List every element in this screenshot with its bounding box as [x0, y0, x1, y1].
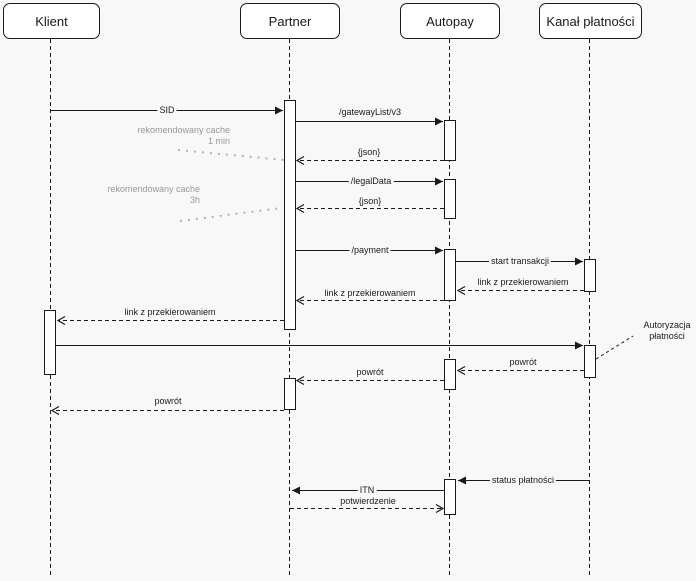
- note-connector-cache2: [179, 207, 283, 222]
- activation-autopay-payment: [444, 249, 456, 301]
- activation-autopay-itn: [444, 479, 456, 515]
- message-start-transakcji-label: start transakcji: [488, 256, 552, 266]
- actor-partner-label: Partner: [268, 13, 312, 29]
- note-connector-cache1: [177, 149, 285, 161]
- activation-kanal-transakcja: [584, 259, 596, 292]
- activation-autopay-legaldata: [444, 179, 456, 219]
- actor-klient-label: Klient: [35, 13, 68, 29]
- actor-autopay: Autopay: [400, 3, 500, 39]
- note-autoryzacja-line2: płatności: [649, 331, 685, 341]
- activation-klient: [44, 310, 56, 375]
- note-cache-3h-line1: rekomendowany cache: [107, 184, 200, 194]
- message-powrot3-label: powrót: [154, 396, 182, 406]
- note-cache-1min: rekomendowany cache 1 min: [100, 125, 230, 147]
- message-powrot2-label: powrót: [356, 367, 384, 377]
- message-powrot1-label: powrót: [509, 357, 537, 367]
- actor-kanal-platnosci-label: Kanał płatności: [546, 13, 635, 29]
- actor-partner: Partner: [240, 3, 340, 39]
- note-cache-1min-line2: 1 min: [207, 136, 230, 146]
- message-status-platnosci-label: status płatności: [489, 475, 557, 485]
- message-potwierdzenie-label: potwierdzenie: [340, 496, 396, 506]
- note-cache-3h: rekomendowany cache 3h: [70, 184, 200, 206]
- message-legaldata-label: /legalData: [348, 176, 394, 186]
- message-link1-label: link z przekierowaniem: [477, 277, 569, 287]
- message-json1-label: {json}: [357, 147, 381, 157]
- message-link2-label: link z przekierowaniem: [324, 288, 416, 298]
- actor-kanal-platnosci: Kanał płatności: [539, 3, 642, 39]
- actor-autopay-label: Autopay: [426, 13, 474, 29]
- activation-partner-powrot: [284, 378, 296, 410]
- message-payment-label: /payment: [349, 245, 391, 255]
- note-autoryzacja-platnosci: Autoryzacja płatności: [638, 320, 696, 342]
- message-sid-label: SID: [157, 105, 177, 115]
- note-cache-1min-line1: rekomendowany cache: [137, 125, 230, 135]
- message-link3-label: link z przekierowaniem: [124, 307, 216, 317]
- activation-autopay-powrot: [444, 359, 456, 390]
- note-connector-autoryzacja: [595, 335, 634, 360]
- actor-klient: Klient: [3, 3, 100, 39]
- message-json2-label: {json}: [358, 196, 382, 206]
- note-autoryzacja-line1: Autoryzacja: [643, 320, 691, 330]
- activation-kanal-autoryzacja: [584, 345, 596, 378]
- message-gatewaylist-label: /gatewayList/v3: [338, 107, 402, 117]
- note-cache-3h-line2: 3h: [189, 195, 200, 205]
- activation-autopay-gatewaylist: [444, 120, 456, 161]
- activation-partner-main: [284, 100, 296, 330]
- message-itn-label: ITN: [357, 485, 377, 495]
